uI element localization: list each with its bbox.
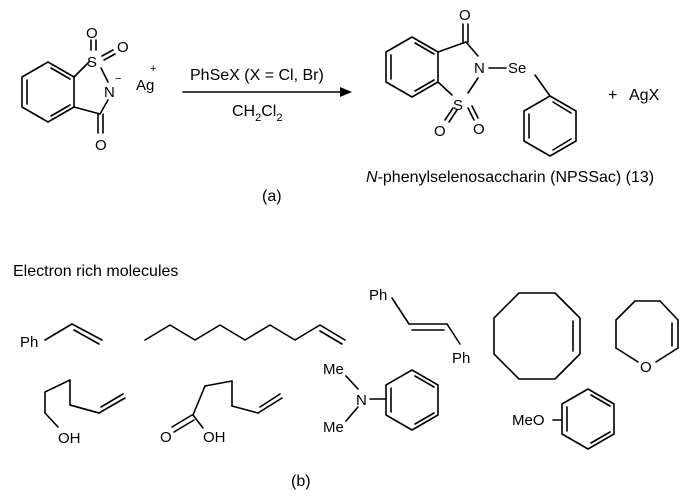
product-benzene-ring xyxy=(385,36,439,98)
styrene-structure: Ph xyxy=(20,323,103,351)
dimethylaniline-structure: Me Me N xyxy=(323,361,439,436)
anisole-structure: MeO xyxy=(512,388,615,450)
product-sulfonyl-oxygen-right: O xyxy=(473,121,485,138)
stilbene-structure: Ph Ph xyxy=(369,287,470,367)
product-sulfur: S xyxy=(453,97,463,114)
solvent-label: CH2Cl2 xyxy=(232,103,282,124)
silver-saccharinate-structure: S O O N − O Ag + xyxy=(21,25,156,154)
reactant-sulfonyl-oxygen-top: O xyxy=(86,25,98,42)
product-sulfonyl-oxygen-left: O xyxy=(434,123,446,140)
panel-b-label: (b) xyxy=(291,473,311,490)
butenol-hydroxyl: OH xyxy=(58,430,81,447)
reactant-carbonyl-oxygen: O xyxy=(95,137,107,154)
dma-benzene-ring xyxy=(385,369,439,431)
dihydropyran-oxygen: O xyxy=(640,359,652,376)
electron-rich-heading: Electron rich molecules xyxy=(13,263,178,280)
reactant-sulfonyl-oxygen-right: O xyxy=(117,39,129,56)
pentenoic-acid-structure: O OH xyxy=(160,380,283,446)
dma-methyl-top: Me xyxy=(323,361,344,378)
product-carbonyl-oxygen: O xyxy=(459,7,471,24)
acid-hydroxyl: OH xyxy=(203,429,226,446)
reactant-sulfur: S xyxy=(87,54,97,71)
reactant-benzene-ring xyxy=(21,61,75,123)
reactant-negative-charge: − xyxy=(115,73,121,85)
butenol-structure: OH xyxy=(44,379,126,447)
product-nitrogen: N xyxy=(474,60,485,77)
styrene-phenyl-label: Ph xyxy=(20,334,38,351)
product-selenium: Se xyxy=(508,60,526,77)
anisole-benzene-ring xyxy=(561,388,615,450)
silver-positive-charge: + xyxy=(150,63,156,75)
stilbene-phenyl-bottom-label: Ph xyxy=(452,350,470,367)
npssac-product-structure: O N Se S O O xyxy=(385,7,577,157)
reaction-arrow-group: PhSeX (X = Cl, Br) CH2Cl2 xyxy=(182,67,352,124)
product-phenyl-ring xyxy=(523,95,577,157)
reactant-nitrogen: N xyxy=(104,84,115,101)
cyclooctene-structure xyxy=(493,292,581,380)
dma-methyl-bottom: Me xyxy=(323,419,344,436)
dihydropyran-structure: O xyxy=(615,300,679,376)
stilbene-phenyl-top-label: Ph xyxy=(369,287,387,304)
silver-counterion: Ag xyxy=(136,77,154,94)
acid-carbonyl-oxygen: O xyxy=(160,429,172,446)
silver-halide-byproduct: AgX xyxy=(629,87,660,104)
product-name-caption: N-phenylselenosaccharin (NPSSac) (13) xyxy=(366,169,654,186)
plus-sign: + xyxy=(608,87,617,104)
anisole-methoxy-label: MeO xyxy=(512,412,545,429)
panel-a-label: (a) xyxy=(262,188,282,205)
reaction-arrowhead xyxy=(340,87,352,97)
dma-nitrogen: N xyxy=(356,392,367,409)
reagent-label: PhSeX (X = Cl, Br) xyxy=(190,67,324,84)
octene-structure xyxy=(144,324,346,345)
